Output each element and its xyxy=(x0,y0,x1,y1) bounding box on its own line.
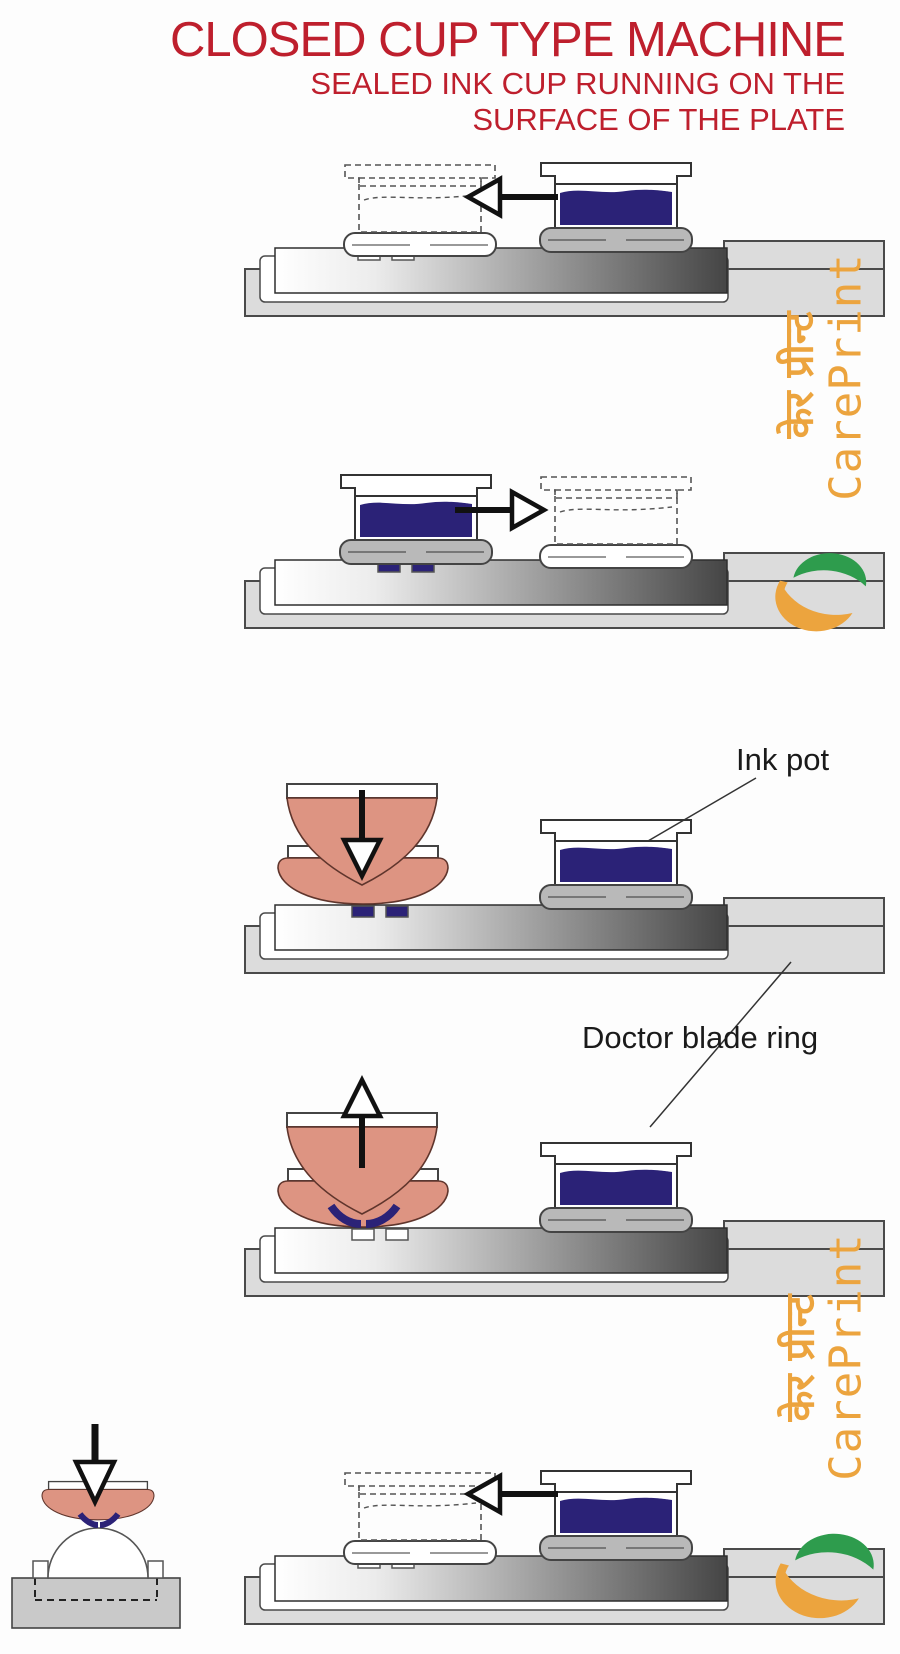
doctor-blade-ring xyxy=(343,1540,497,1565)
ghost-ink-cup xyxy=(344,1472,496,1541)
print-station xyxy=(11,1424,181,1629)
part-shoulder-left xyxy=(32,1560,49,1579)
press-arrow-down-icon xyxy=(72,1424,118,1508)
ink-pot xyxy=(339,474,493,565)
lift-arrow-up-icon xyxy=(340,1074,384,1168)
ink-pot xyxy=(539,162,693,253)
stage-2 xyxy=(244,474,885,629)
watermark-devanagari: केर प्रीन्ट xyxy=(777,1294,824,1422)
stage-5 xyxy=(244,1470,885,1625)
ghost-ink-cup xyxy=(540,476,692,545)
ink-transfer xyxy=(77,1512,121,1528)
title-block: CLOSED CUP TYPE MACHINE SEALED INK CUP R… xyxy=(170,13,846,138)
page-title: CLOSED CUP TYPE MACHINE xyxy=(170,13,846,67)
watermark-careprint: CarePrint xyxy=(820,253,872,501)
doctor-blade-ring xyxy=(343,232,497,257)
ink-pot xyxy=(539,819,693,910)
part-shoulder-right xyxy=(147,1560,164,1579)
press-arrow-down-icon xyxy=(340,790,384,882)
stage-3 xyxy=(244,777,885,974)
motion-arrow-left-icon xyxy=(463,175,558,219)
ink-pot xyxy=(539,1470,693,1561)
ink-on-pad xyxy=(327,1203,401,1228)
ink-pot-leader-line xyxy=(647,777,757,842)
fixture-hidden-edges xyxy=(34,1578,158,1601)
ink-pot xyxy=(539,1142,693,1233)
stage-4 xyxy=(244,1074,885,1297)
watermark-careprint: CarePrint xyxy=(820,1233,872,1481)
doctor-blade-ring-label: Doctor blade ring xyxy=(582,1020,819,1055)
page-subtitle-line1: SEALED INK CUP RUNNING ON THE xyxy=(310,66,845,101)
doctor-blade-ring-leader-line xyxy=(649,961,792,1128)
part-fixture xyxy=(11,1577,181,1629)
motion-arrow-left-icon xyxy=(463,1472,558,1516)
page-subtitle-line2: SURFACE OF THE PLATE xyxy=(472,102,845,137)
domed-part xyxy=(47,1527,149,1579)
ink-pot-label: Ink pot xyxy=(736,742,830,777)
doctor-blade-ring xyxy=(539,544,693,569)
watermark-devanagari: केर प्रीन्ट xyxy=(776,311,823,439)
motion-arrow-right-icon xyxy=(455,488,549,532)
stage-1 xyxy=(244,162,885,317)
